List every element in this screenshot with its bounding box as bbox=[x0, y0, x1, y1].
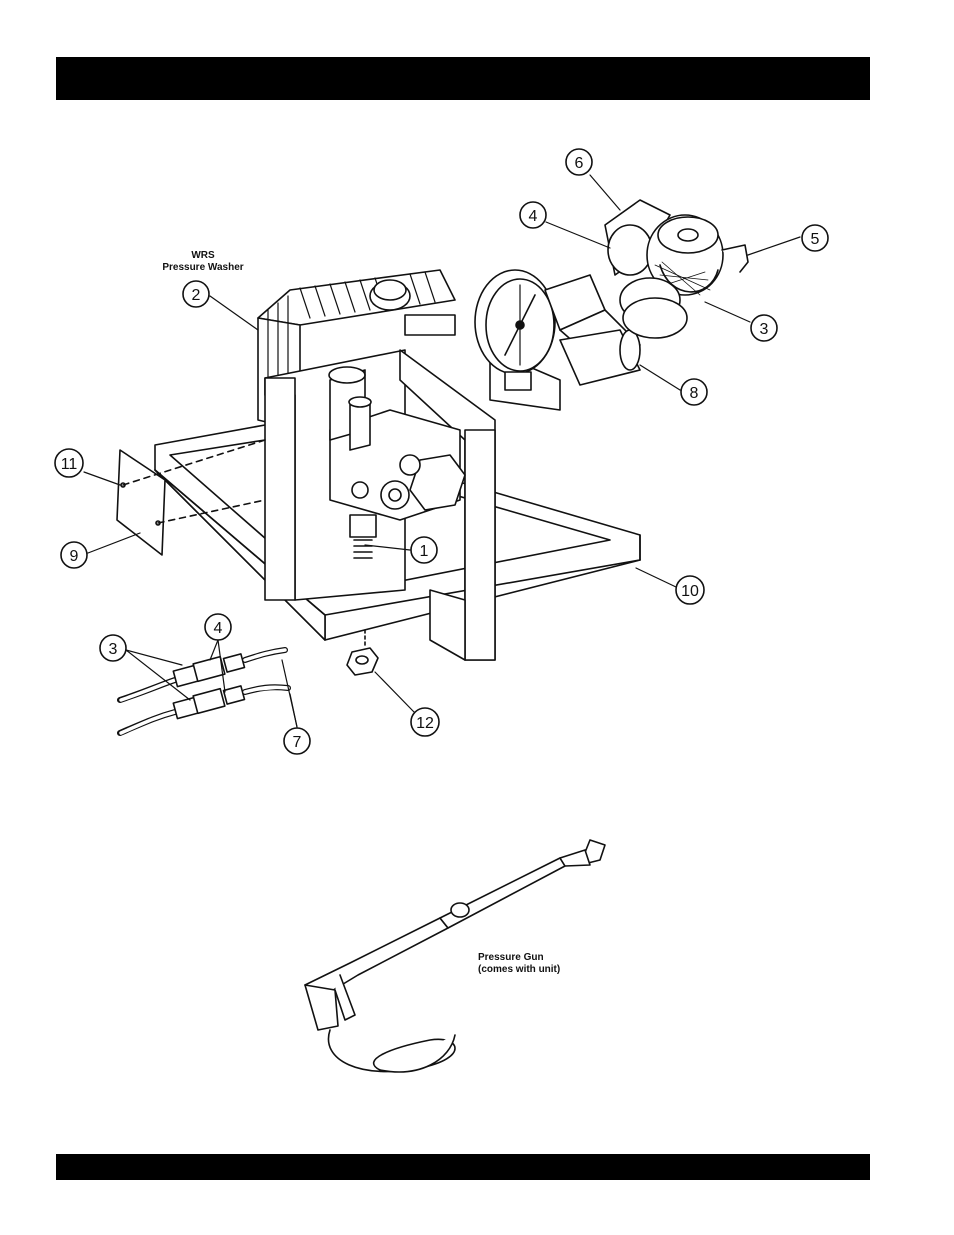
callout-3-top-label: 3 bbox=[760, 321, 769, 338]
callout-11: 11 bbox=[55, 449, 83, 477]
callout-4-hose: 4 bbox=[205, 614, 231, 640]
callout-4-top-label: 4 bbox=[529, 208, 538, 225]
callout-9-label: 9 bbox=[70, 548, 79, 565]
pressure-gun bbox=[305, 840, 605, 1072]
callout-7-label: 7 bbox=[293, 734, 302, 751]
callout-2-label: 2 bbox=[192, 287, 201, 304]
callout-3-hose-label: 3 bbox=[109, 641, 118, 658]
hex-nut bbox=[347, 630, 378, 675]
callout-10-label: 10 bbox=[681, 583, 699, 600]
callout-5-label: 5 bbox=[811, 231, 820, 248]
callout-1-label: 1 bbox=[420, 543, 429, 560]
callout-8-label: 8 bbox=[690, 385, 699, 402]
hose-couplers bbox=[120, 650, 288, 733]
callout-10: 10 bbox=[676, 576, 704, 604]
callout-11-label: 11 bbox=[61, 456, 78, 473]
callout-1: 1 bbox=[411, 537, 437, 563]
callout-3-hose: 3 bbox=[100, 635, 126, 661]
callout-6-label: 6 bbox=[575, 155, 584, 172]
callout-8: 8 bbox=[681, 379, 707, 405]
callout-5: 5 bbox=[802, 225, 828, 251]
callout-4-hose-label: 4 bbox=[214, 620, 223, 637]
callout-12: 12 bbox=[411, 708, 439, 736]
callout-3-top: 3 bbox=[751, 315, 777, 341]
callout-2: 2 bbox=[183, 281, 209, 307]
callout-9: 9 bbox=[61, 542, 87, 568]
callout-6: 6 bbox=[566, 149, 592, 175]
callout-7: 7 bbox=[284, 728, 310, 754]
callout-4-top: 4 bbox=[520, 202, 546, 228]
coupler-assembly bbox=[605, 200, 748, 338]
callout-12-label: 12 bbox=[416, 715, 434, 732]
